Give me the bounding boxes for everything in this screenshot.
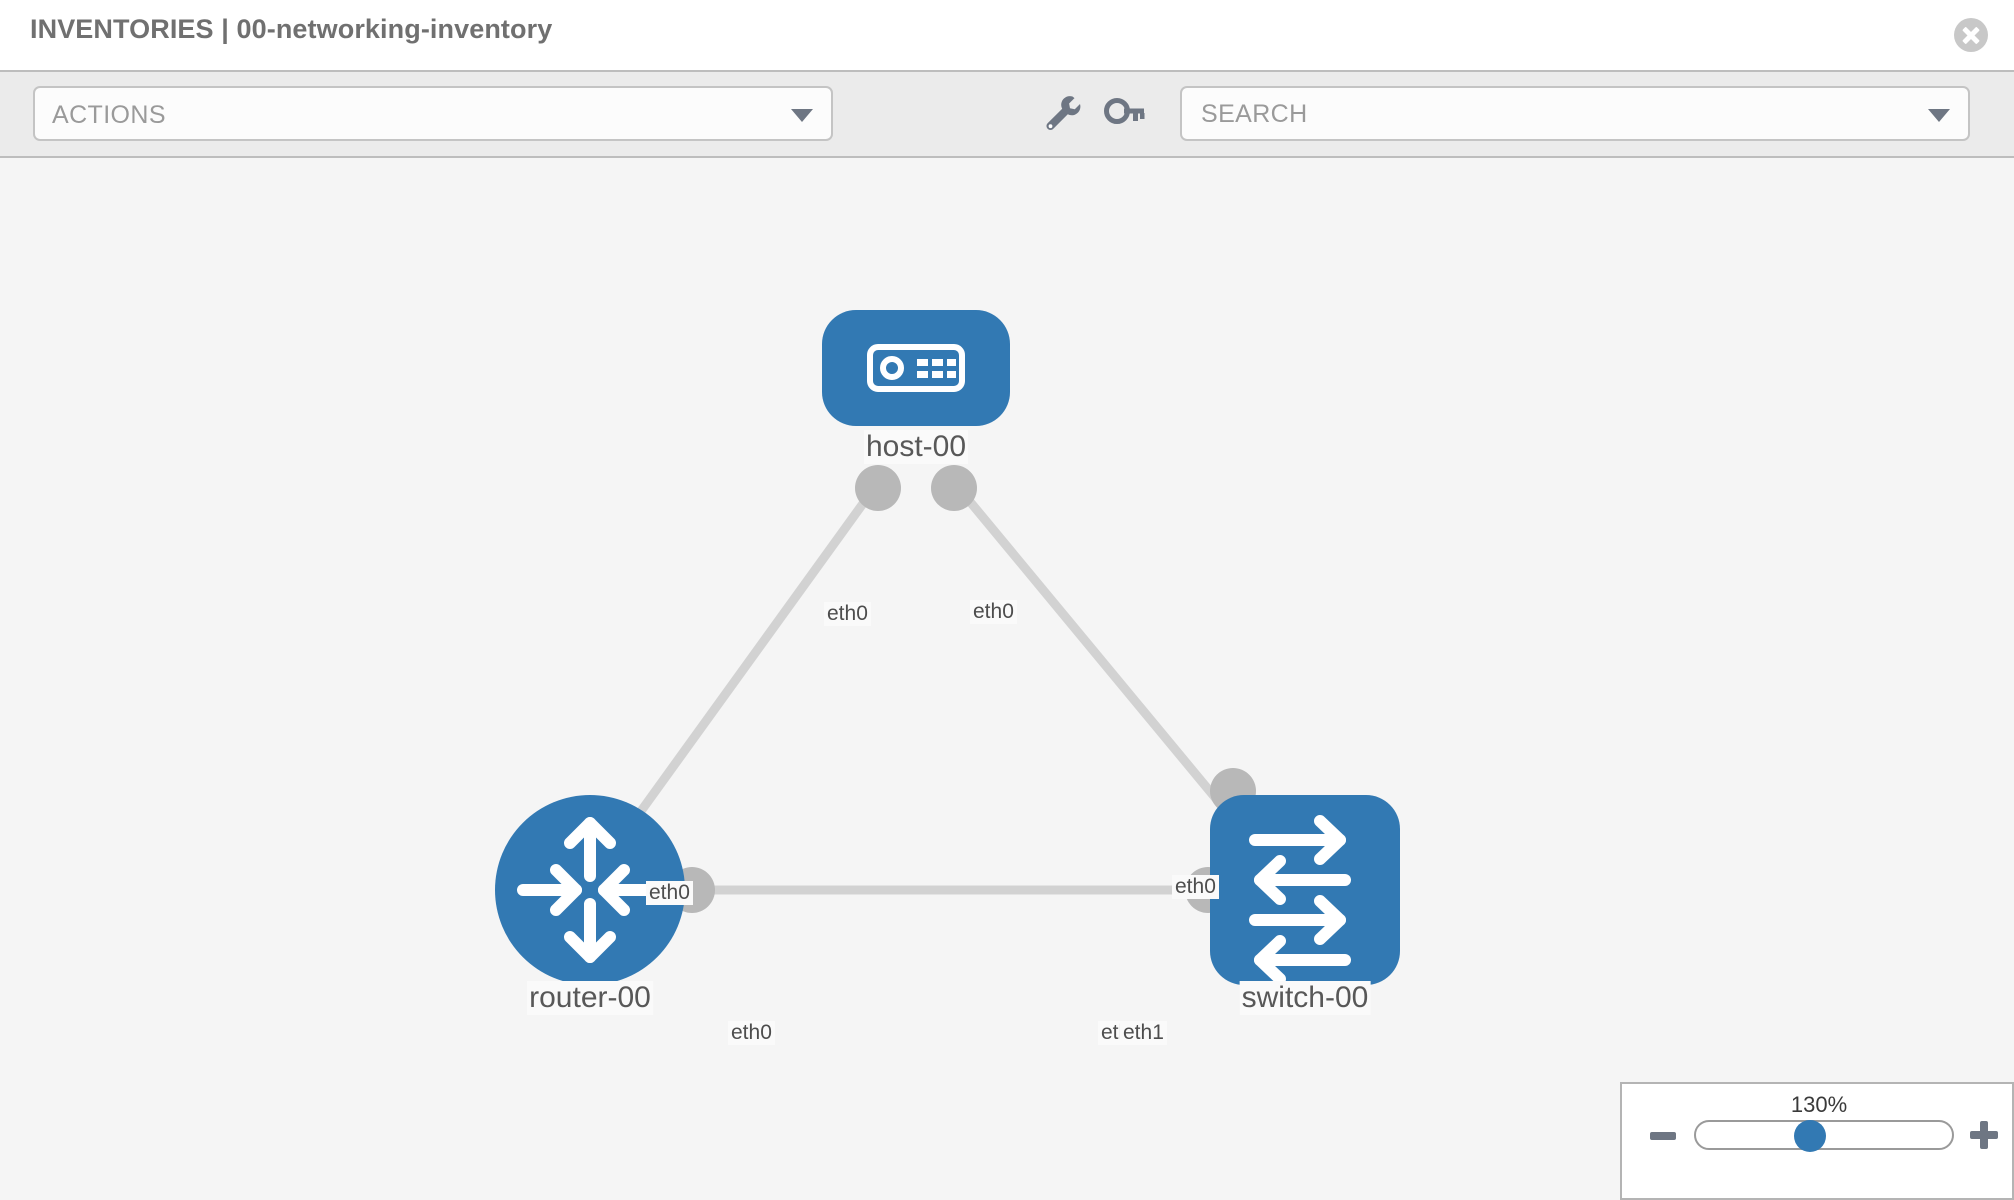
zoom-control-panel: 130% bbox=[1620, 1082, 2014, 1200]
zoom-slider-thumb[interactable] bbox=[1794, 1120, 1826, 1152]
node-label-switch-00[interactable]: switch-00 bbox=[1239, 981, 1371, 1015]
actions-dropdown[interactable]: ACTIONS bbox=[33, 86, 833, 141]
node-host-00 bbox=[822, 310, 1010, 426]
search-input[interactable] bbox=[1199, 88, 1893, 141]
chevron-down-icon[interactable] bbox=[1928, 109, 1950, 122]
edge-label-router-switch-target[interactable]: eth1 bbox=[1120, 1021, 1167, 1045]
breadcrumb: INVENTORIES | 00-networking-inventory bbox=[30, 14, 553, 44]
topology-graph bbox=[495, 310, 1400, 985]
edge-label-router-switch-source[interactable]: eth0 bbox=[728, 1021, 775, 1045]
search-field[interactable] bbox=[1180, 86, 1970, 141]
zoom-level-label: 130% bbox=[1790, 1092, 1848, 1117]
edge-label-host-router-target[interactable]: eth0 bbox=[646, 881, 693, 905]
plus-icon-vertical bbox=[1980, 1121, 1988, 1149]
edge-label-host-switch-target[interactable]: eth0 bbox=[1172, 875, 1219, 899]
minus-icon[interactable] bbox=[1650, 1132, 1676, 1140]
topology-canvas[interactable]: host-00 router-00 switch-00 eth0 eth0 et… bbox=[0, 158, 2014, 1200]
key-icon[interactable] bbox=[1100, 90, 1148, 138]
close-icon[interactable] bbox=[1954, 18, 1988, 52]
edge-label-host-router-source[interactable]: eth0 bbox=[824, 602, 871, 626]
edge-host-switch bbox=[948, 477, 1236, 821]
chevron-down-icon bbox=[791, 109, 813, 122]
edges-layer bbox=[632, 477, 1236, 895]
node-switch-00 bbox=[1210, 795, 1400, 985]
knob-host-right bbox=[931, 465, 977, 511]
knob-host-left bbox=[855, 465, 901, 511]
switch-arrows-icon bbox=[1249, 815, 1351, 985]
edge-label-host-switch-source[interactable]: eth0 bbox=[970, 600, 1017, 624]
connector-knobs-layer bbox=[669, 465, 1256, 913]
node-label-router-00[interactable]: router-00 bbox=[527, 981, 653, 1015]
actions-dropdown-label: ACTIONS bbox=[52, 101, 166, 129]
app-header: INVENTORIES | 00-networking-inventory bbox=[0, 0, 2014, 70]
wrench-icon[interactable] bbox=[1038, 90, 1086, 138]
node-router-00 bbox=[495, 795, 685, 985]
plus-icon[interactable] bbox=[1970, 1121, 1998, 1149]
router-arrows-icon bbox=[517, 817, 663, 963]
server-icon bbox=[867, 344, 965, 392]
node-label-host-00[interactable]: host-00 bbox=[863, 430, 969, 464]
edge-host-router bbox=[632, 477, 884, 821]
toolbar: ACTIONS bbox=[0, 70, 2014, 158]
